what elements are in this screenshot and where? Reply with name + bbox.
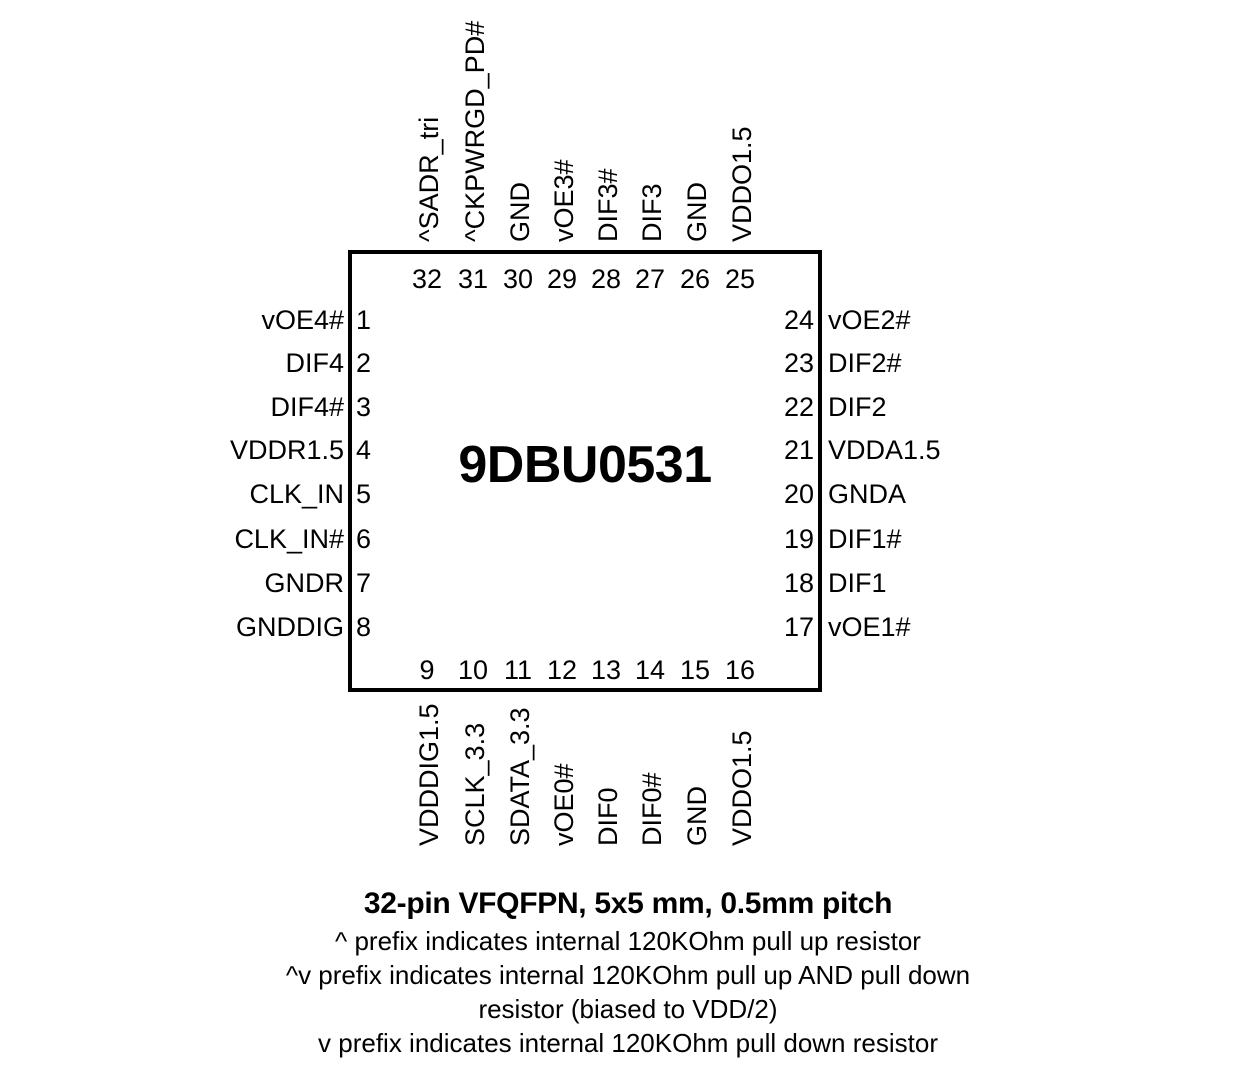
pin-label-32: ^SADR_tri (414, 116, 444, 242)
pin-label-17: vOE1# (828, 612, 911, 642)
pin-label-26: GND (682, 182, 712, 242)
pin-number-25: 25 (724, 264, 756, 294)
pin-label-15: GND (682, 786, 712, 846)
caption-title: 32-pin VFQFPN, 5x5 mm, 0.5mm pitch (363, 887, 893, 920)
pin-number-15: 15 (679, 655, 711, 685)
chip-package-outline (348, 250, 822, 692)
pin-label-20: GNDA (828, 479, 907, 509)
pin-label-23: DIF2# (828, 348, 902, 378)
pin-number-19: 19 (783, 524, 814, 554)
pin-number-14: 14 (634, 655, 666, 685)
pin-label-10: SCLK_3.3 (460, 722, 490, 846)
pin-label-5: CLK_IN (249, 479, 344, 509)
pin-label-19: DIF1# (828, 524, 902, 554)
pin-label-8: GNDDIG (236, 612, 344, 642)
pin-label-1: vOE4# (261, 305, 344, 335)
pin-number-10: 10 (457, 655, 489, 685)
pin-label-13: DIF0 (593, 787, 623, 846)
pin-number-3: 3 (356, 392, 372, 422)
pin-label-6: CLK_IN# (234, 524, 344, 554)
pin-number-5: 5 (356, 479, 372, 509)
caption-note-pull-up-and-down: ^v prefix indicates internal 120KOhm pul… (285, 960, 971, 990)
pin-number-32: 32 (411, 264, 443, 294)
pin-label-22: DIF2 (828, 392, 887, 422)
pin-label-18: DIF1 (828, 568, 887, 598)
pin-number-26: 26 (679, 264, 711, 294)
pin-label-27: DIF3 (637, 183, 667, 242)
pin-number-27: 27 (634, 264, 666, 294)
pin-label-7: GNDR (264, 568, 345, 598)
pin-number-21: 21 (783, 435, 814, 465)
pin-number-20: 20 (783, 479, 814, 509)
pin-number-4: 4 (356, 435, 372, 465)
pin-number-23: 23 (783, 348, 814, 378)
pin-number-29: 29 (546, 264, 578, 294)
pin-label-29: vOE3# (549, 159, 579, 242)
pin-number-30: 30 (502, 264, 534, 294)
pin-label-21: VDDA1.5 (828, 435, 941, 465)
pin-label-12: vOE0# (549, 763, 579, 846)
pin-number-1: 1 (356, 305, 372, 335)
pin-number-16: 16 (724, 655, 756, 685)
chip-part-number: 9DBU0531 (458, 436, 712, 494)
pin-number-11: 11 (503, 655, 533, 685)
pin-number-18: 18 (783, 568, 814, 598)
pin-number-12: 12 (546, 655, 578, 685)
pin-label-31: ^CKPWRGD_PD# (460, 20, 490, 242)
pin-number-24: 24 (783, 305, 814, 335)
pin-number-13: 13 (590, 655, 622, 685)
pin-number-8: 8 (356, 612, 372, 642)
pin-number-7: 7 (356, 568, 372, 598)
pin-label-25: VDDO1.5 (727, 126, 757, 242)
pin-number-2: 2 (356, 348, 372, 378)
pin-number-28: 28 (590, 264, 622, 294)
pin-label-24: vOE2# (828, 305, 911, 335)
pin-number-9: 9 (419, 655, 435, 685)
pin-label-4: VDDR1.5 (229, 435, 344, 465)
pin-number-6: 6 (356, 524, 372, 554)
pin-label-9: VDDDIG1.5 (414, 703, 444, 846)
pin-label-3: DIF4# (270, 392, 344, 422)
caption-note-biased: resistor (biased to VDD/2) (478, 994, 778, 1024)
pin-label-30: GND (505, 182, 535, 242)
pin-label-2: DIF4 (285, 348, 344, 378)
pin-number-31: 31 (457, 264, 489, 294)
pin-label-16: VDDO1.5 (727, 730, 757, 846)
diagram-caption: 32-pin VFQFPN, 5x5 mm, 0.5mm pitch ^ pre… (0, 884, 1256, 1060)
caption-note-pull-up: ^ prefix indicates internal 120KOhm pull… (335, 926, 921, 956)
pin-number-17: 17 (783, 612, 814, 642)
caption-note-pull-down: v prefix indicates internal 120KOhm pull… (318, 1028, 938, 1058)
pin-label-14: DIF0# (637, 772, 667, 846)
pin-label-11: SDATA_3.3 (505, 707, 535, 846)
pin-label-28: DIF3# (593, 168, 623, 242)
pin-number-22: 22 (783, 392, 814, 422)
